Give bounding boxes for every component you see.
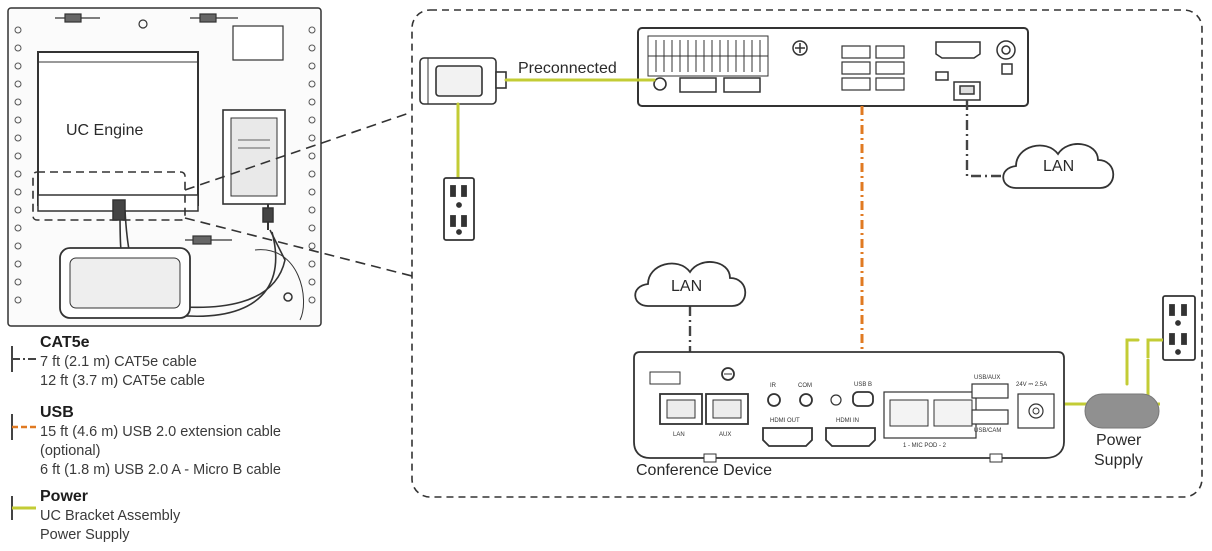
preconnected-label: Preconnected	[518, 60, 617, 77]
lan-label-top: LAN	[1043, 158, 1075, 175]
conference-device	[633, 351, 1065, 463]
port-label-hdmi-out: HDMI OUT	[770, 418, 800, 424]
conference-device-label: Conference Device	[636, 462, 773, 479]
uc-engine-label: UC Engine	[66, 122, 144, 139]
legend-symbols	[11, 346, 36, 520]
port-label-dc: 24V ⎓ 2.5A	[1016, 382, 1047, 388]
legend-usb-line: 6 ft (1.8 m) USB 2.0 A - Micro B cable	[40, 462, 281, 478]
device-usb-b-port	[852, 391, 874, 407]
port-label-ir: IR	[770, 383, 777, 389]
legend-cat5e-line: 12 ft (3.7 m) CAT5e cable	[40, 373, 205, 389]
legend-power-title: Power	[40, 488, 89, 505]
bracket-perforations	[14, 26, 316, 304]
lan-cloud-top	[1002, 143, 1115, 189]
port-label-usb-cam: USB/CAM	[974, 428, 1001, 434]
hdmi-out-port	[762, 427, 813, 447]
engine-power-jack	[653, 77, 667, 91]
uc-engine-box	[37, 51, 199, 206]
port-label-mic: 1 - MIC POD - 2	[903, 443, 947, 449]
vent-grid	[647, 35, 769, 77]
port-label-usb-b: USB B	[854, 382, 872, 388]
legend-power-line: UC Bracket Assembly	[40, 508, 181, 524]
mid-connector	[185, 235, 232, 245]
legend-usb-title: USB	[40, 404, 74, 421]
zoom-lines	[184, 111, 413, 277]
engine-usb-ports	[841, 45, 905, 91]
legend-cat5e-symbol	[11, 346, 36, 372]
wall-outlet-left	[443, 177, 475, 241]
uc-bracket-assembly	[7, 7, 322, 327]
lan-cloud-bottom	[634, 261, 747, 307]
port-label-com: COM	[798, 383, 812, 389]
lan-label-bottom: LAN	[671, 278, 703, 295]
legend-power-line: Power Supply	[40, 527, 130, 543]
port-label-usb-aux: USB/AUX	[974, 375, 1000, 381]
legend-usb-line: (optional)	[40, 443, 101, 459]
engine-power-adapter	[419, 57, 507, 105]
legend-cat5e-line: 7 ft (2.1 m) CAT5e cable	[40, 354, 197, 370]
port-label-lan: LAN	[673, 432, 685, 438]
legend-usb-line: 15 ft (4.6 m) USB 2.0 extension cable	[40, 424, 281, 440]
wall-outlet-right	[1162, 295, 1196, 361]
detail-frame	[411, 9, 1203, 498]
legend-power-symbol	[11, 496, 36, 520]
top-connectors	[55, 13, 284, 61]
legend-usb-symbol	[11, 414, 36, 440]
uc-engine-zoom-region	[32, 171, 186, 221]
port-label-aux: AUX	[719, 432, 731, 438]
device-port-labels: IR COM USB B HDMI OUT HDMI IN LAN AUX 1 …	[673, 375, 1047, 449]
power-supply-label-line1: Power	[1096, 432, 1142, 449]
port-label-hdmi-in: HDMI IN	[836, 418, 859, 424]
power-supply-brick	[1084, 393, 1160, 429]
power-supply-label-line2: Supply	[1094, 452, 1143, 469]
legend-cat5e-title: CAT5e	[40, 334, 90, 351]
uc-engine-rear-panel	[637, 27, 1029, 107]
hdmi-in-port	[825, 427, 876, 447]
